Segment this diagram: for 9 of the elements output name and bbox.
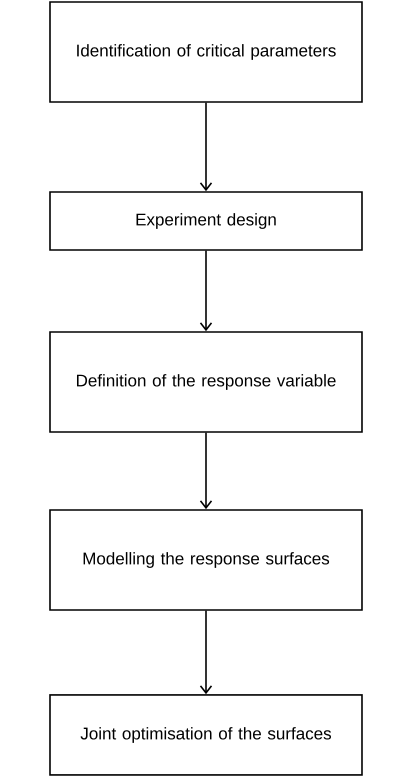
process-box: Experiment design: [49, 191, 363, 251]
arrow: [200, 102, 212, 192]
process-box: Modelling the response surfaces: [49, 509, 363, 611]
process-box: Joint optimisation of the surfaces: [49, 694, 363, 776]
process-box: Identification of critical parameters: [49, 1, 363, 103]
arrow: [200, 250, 212, 332]
arrow: [200, 610, 212, 694]
arrow: [200, 432, 212, 510]
process-box: Definition of the response variable: [49, 331, 363, 433]
